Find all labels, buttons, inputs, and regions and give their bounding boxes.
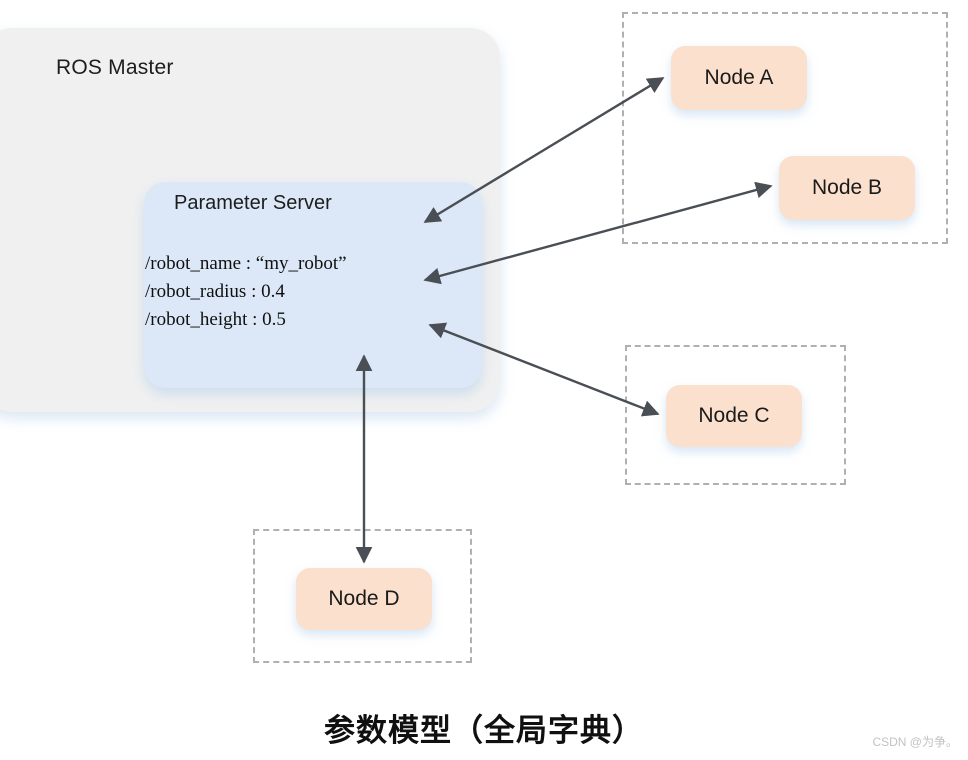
node-a-box[interactable]: Node A xyxy=(671,46,807,110)
node-b-label: Node B xyxy=(811,176,883,199)
node-a-label: Node A xyxy=(704,66,774,89)
node-c-label: Node C xyxy=(698,404,770,427)
parameter-item-robot-radius: /robot_radius : 0.4 xyxy=(145,281,285,303)
node-d-box[interactable]: Node D xyxy=(296,568,432,630)
node-c-box[interactable]: Node C xyxy=(666,385,802,447)
node-d-label: Node D xyxy=(328,587,400,610)
parameter-item-robot-height: /robot_height : 0.5 xyxy=(145,309,286,331)
parameter-item-robot-name: /robot_name : “my_robot” xyxy=(145,253,347,274)
parameter-list: /robot_name : “my_robot” /robot_radius :… xyxy=(145,250,347,334)
node-b-box[interactable]: Node B xyxy=(779,156,915,220)
watermark: CSDN @为争。 xyxy=(872,735,958,749)
ros-master-label: ROS Master xyxy=(56,56,174,79)
parameter-server-title: Parameter Server xyxy=(174,192,332,214)
diagram-caption: 参数模型（全局字典） xyxy=(324,713,644,748)
